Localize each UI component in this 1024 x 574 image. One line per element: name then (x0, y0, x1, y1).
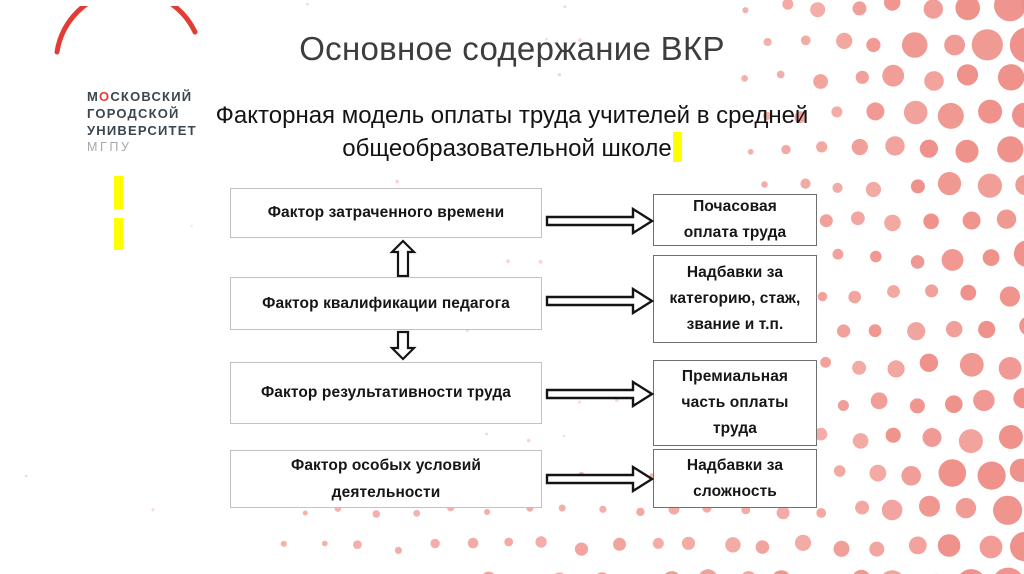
logo-line-2: ГОРОДСКОЙ (87, 106, 180, 121)
university-logo-arc-icon (54, 6, 198, 55)
logo-abbreviation: МГПУ (87, 140, 132, 154)
right-arrow-icon-3 (545, 379, 655, 409)
slide-subtitle: Факторная модель оплаты труда учителей в… (62, 99, 962, 165)
factor-box-4-label-line1: Фактор особых условий (291, 457, 481, 474)
result-box-3-line3: труда (712, 420, 758, 437)
right-arrow-icon-1 (545, 206, 655, 236)
university-logo: МОСКОВСКИЙ ГОРОДСКОЙ УНИВЕРСИТЕТ МГПУ (87, 88, 197, 156)
result-box-2: Надбавки за категорию, стаж, звание и т.… (653, 255, 817, 343)
logo-line-3: УНИВЕРСИТЕТ (87, 123, 197, 138)
factor-box-4-label-line2: деятельности (331, 484, 441, 501)
subtitle-line-1: Факторная модель оплаты труда учителей в… (215, 102, 809, 129)
result-box-4-line1: Надбавки за (686, 456, 784, 474)
factor-box-3-label: Фактор результативности труда (260, 384, 512, 401)
result-box-3-line1: Премиальная (681, 368, 789, 385)
factor-box-3: Фактор результативности труда (230, 362, 542, 424)
result-box-4-line2: сложность (693, 482, 777, 500)
factor-box-2-label: Фактор квалификации педагога (262, 294, 510, 312)
subtitle-line-2: общеобразовательной школе (62, 132, 962, 165)
logo-word1-rest: СКОВСКИЙ (110, 89, 193, 104)
result-box-1-line2: оплата труда (683, 224, 787, 241)
right-arrow-icon-2 (545, 286, 655, 316)
down-arrow-icon (389, 330, 417, 361)
factor-box-2: Фактор квалификации педагога (230, 277, 542, 330)
result-box-4: Надбавки за сложность (653, 449, 817, 508)
result-box-3: Премиальная часть оплаты труда (653, 360, 817, 446)
result-box-2-line2: категорию, стаж, (669, 290, 801, 307)
result-box-1-line1: Почасовая (693, 198, 777, 215)
factor-box-1-label: Фактор затраченного времени (267, 204, 505, 221)
subtitle-line-2-text: общеобразовательной школе (342, 135, 672, 162)
highlight-mark-1 (114, 176, 123, 209)
result-box-2-line1: Надбавки за (686, 264, 784, 281)
result-box-3-line2: часть оплаты (681, 394, 789, 411)
logo-word1-m: М (87, 89, 100, 104)
result-box-2-line3: звание и т.п. (686, 316, 784, 333)
factor-box-4: Фактор особых условий деятельности (230, 450, 542, 508)
result-box-1: Почасовая оплата труда (653, 194, 817, 246)
slide-title: Основное содержание ВКР (299, 30, 725, 67)
right-arrow-icon-4 (545, 464, 655, 494)
up-arrow-icon (389, 239, 417, 277)
logo-line-1: МОСКОВСКИЙ (87, 88, 197, 105)
logo-word1-red-o: О (99, 89, 111, 104)
factor-box-1: Фактор затраченного времени (230, 188, 542, 238)
text-cursor-highlight (672, 132, 682, 162)
highlight-mark-2 (114, 218, 123, 250)
